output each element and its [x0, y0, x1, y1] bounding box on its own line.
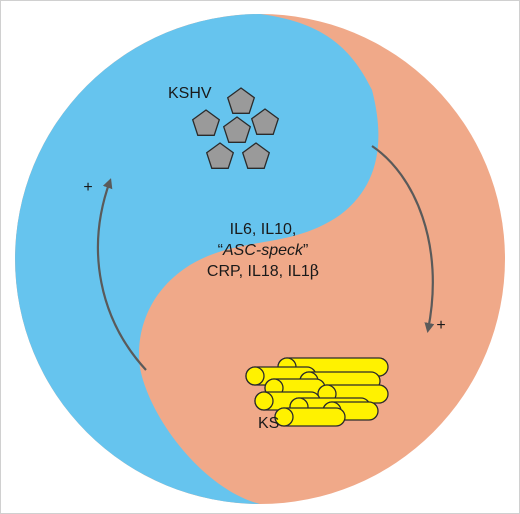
mediators-line-1: IL6, IL10,	[230, 221, 297, 238]
mediators-line-3-text: CRP, IL18, IL1	[207, 263, 310, 280]
spindle-cell-end-icon	[254, 391, 274, 411]
mediators-line-3: CRP, IL18, IL1β	[207, 261, 319, 280]
tumor-label: KS	[258, 415, 279, 432]
beta-symbol: β	[310, 261, 319, 280]
tumor-cluster	[245, 357, 389, 427]
mediators-line-2: “ASC-speck”	[218, 242, 309, 259]
mediators: IL6, IL10, “ASC-speck” CRP, IL18, IL1β	[207, 221, 319, 280]
pentagon-icon	[191, 109, 221, 136]
quote-open: “	[218, 242, 223, 259]
pentagon-icon	[250, 108, 280, 135]
virus-label: KSHV	[168, 85, 212, 102]
virus-cluster	[191, 87, 280, 169]
plus-right: +	[436, 317, 445, 334]
blue-half	[15, 14, 379, 504]
spindle-cell-end-icon	[274, 407, 294, 427]
curved-arrow-icon	[96, 178, 147, 371]
quote-close: ”	[303, 242, 308, 259]
curved-arrow-icon	[371, 145, 435, 333]
yin-yang	[15, 14, 505, 504]
plus-left: +	[83, 179, 92, 196]
pentagon-icon	[222, 116, 252, 143]
pentagon-icon	[205, 142, 235, 169]
asc-speck: ASC-speck	[222, 242, 304, 259]
cycle-arrows	[96, 145, 435, 371]
pentagon-icon	[241, 142, 271, 169]
spindle-cell-end-icon	[245, 366, 265, 386]
pentagon-icon	[226, 87, 256, 114]
